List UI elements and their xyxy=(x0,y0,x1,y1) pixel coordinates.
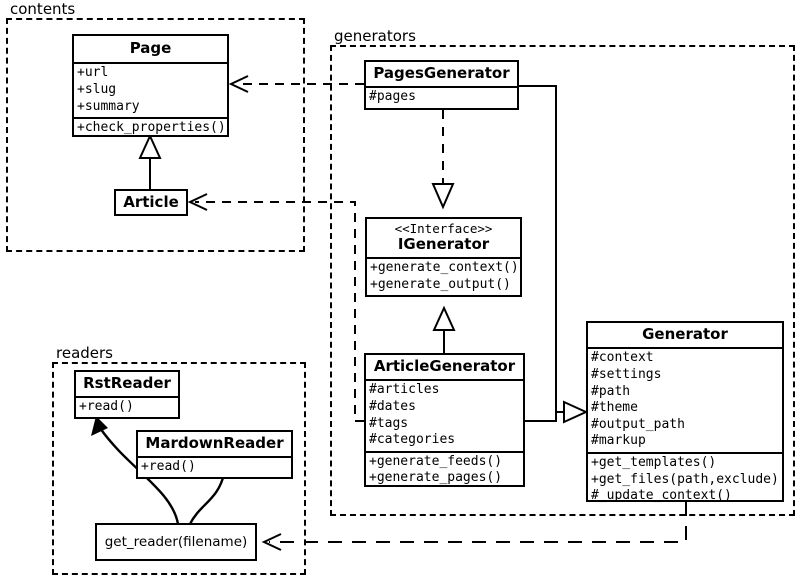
attribute-row: #pages xyxy=(369,89,416,105)
attribute-row: #path xyxy=(591,383,631,399)
class-box-mardown-reader[interactable]: MardownReader +read() xyxy=(136,430,293,479)
package-contents-frame xyxy=(6,18,305,252)
attribute-row: #tags xyxy=(369,415,409,431)
package-contents-label: contents xyxy=(8,0,78,18)
class-box-igenerator[interactable]: <<Interface>> IGenerator +generate_conte… xyxy=(365,217,522,297)
attribute-row: +slug xyxy=(77,81,117,97)
method-row: +read() xyxy=(79,399,134,415)
class-stereotype-igenerator: <<Interface>> xyxy=(394,221,493,236)
class-methods-rst-reader: +read() xyxy=(76,398,178,418)
package-readers-label: readers xyxy=(54,344,115,362)
class-box-page[interactable]: Page +url +slug +summary +check_properti… xyxy=(72,34,229,137)
class-title-generator: Generator xyxy=(642,325,728,343)
class-separator xyxy=(366,86,517,89)
class-box-article[interactable]: Article xyxy=(114,189,188,216)
class-separator xyxy=(74,62,227,65)
class-methods-igenerator: +generate_context() +generate_output() xyxy=(367,259,520,295)
attribute-row: #dates xyxy=(369,398,416,414)
class-title-pages-generator: PagesGenerator xyxy=(373,64,510,82)
attribute-row: +url xyxy=(77,65,109,81)
class-attributes-generator: #context #settings #path #theme #output_… xyxy=(588,349,782,452)
class-separator xyxy=(74,117,227,120)
attribute-row: #theme xyxy=(591,400,638,416)
class-attributes-pages-generator: #pages xyxy=(366,88,517,108)
class-separator xyxy=(588,452,782,454)
class-methods-article-generator: +generate_feeds() +generate_pages() xyxy=(366,453,523,489)
attribute-row: #settings xyxy=(591,366,662,382)
class-box-rst-reader[interactable]: RstReader +read() xyxy=(74,370,180,419)
class-title-rst-reader: RstReader xyxy=(83,374,171,392)
package-readers-frame xyxy=(52,362,306,575)
method-row: +get_templates() xyxy=(591,455,717,470)
class-title-mardown-reader: MardownReader xyxy=(145,434,284,452)
class-methods-page: +check_properties() xyxy=(74,119,227,139)
class-title-article-generator: ArticleGenerator xyxy=(373,357,516,375)
method-row: +read() xyxy=(141,459,196,475)
class-methods-generator: +get_templates() +get_files(path,exclude… xyxy=(588,454,782,507)
attribute-row: #categories xyxy=(369,432,456,448)
class-separator xyxy=(588,347,782,350)
method-row: +generate_output() xyxy=(370,276,511,292)
attribute-row: #markup xyxy=(591,433,646,449)
class-separator xyxy=(366,379,523,382)
class-box-pages-generator[interactable]: PagesGenerator #pages xyxy=(364,60,519,110)
class-box-article-generator[interactable]: ArticleGenerator #articles #dates #tags … xyxy=(364,353,525,487)
method-row: +get_files(path,exclude) xyxy=(591,471,779,487)
function-box-get-reader[interactable]: get_reader(filename) xyxy=(95,523,257,561)
method-row: +generate_context() xyxy=(370,260,519,275)
class-methods-mardown-reader: +read() xyxy=(138,458,291,478)
attribute-row: #output_path xyxy=(591,416,685,432)
method-row: #_update_context() xyxy=(591,488,732,504)
class-separator xyxy=(366,450,523,453)
class-title-article: Article xyxy=(123,192,179,211)
class-attributes-page: +url +slug +summary xyxy=(74,64,227,117)
attribute-row: +summary xyxy=(77,98,140,114)
method-row: +generate_feeds() xyxy=(369,453,503,469)
class-separator xyxy=(138,456,291,459)
attribute-row: #context xyxy=(591,350,654,366)
method-row: +check_properties() xyxy=(77,120,226,136)
class-title-page: Page xyxy=(129,39,172,57)
class-separator xyxy=(76,396,178,399)
class-separator xyxy=(367,257,520,259)
attribute-row: #articles xyxy=(369,382,440,398)
function-label-get-reader: get_reader(filename) xyxy=(104,534,248,550)
method-row: +generate_pages() xyxy=(369,470,503,486)
package-generators-label: generators xyxy=(332,27,418,45)
class-title-igenerator: IGenerator xyxy=(397,234,490,253)
class-attributes-article-generator: #articles #dates #tags #categories xyxy=(366,381,523,451)
class-box-generator[interactable]: Generator #context #settings #path #them… xyxy=(586,321,784,503)
